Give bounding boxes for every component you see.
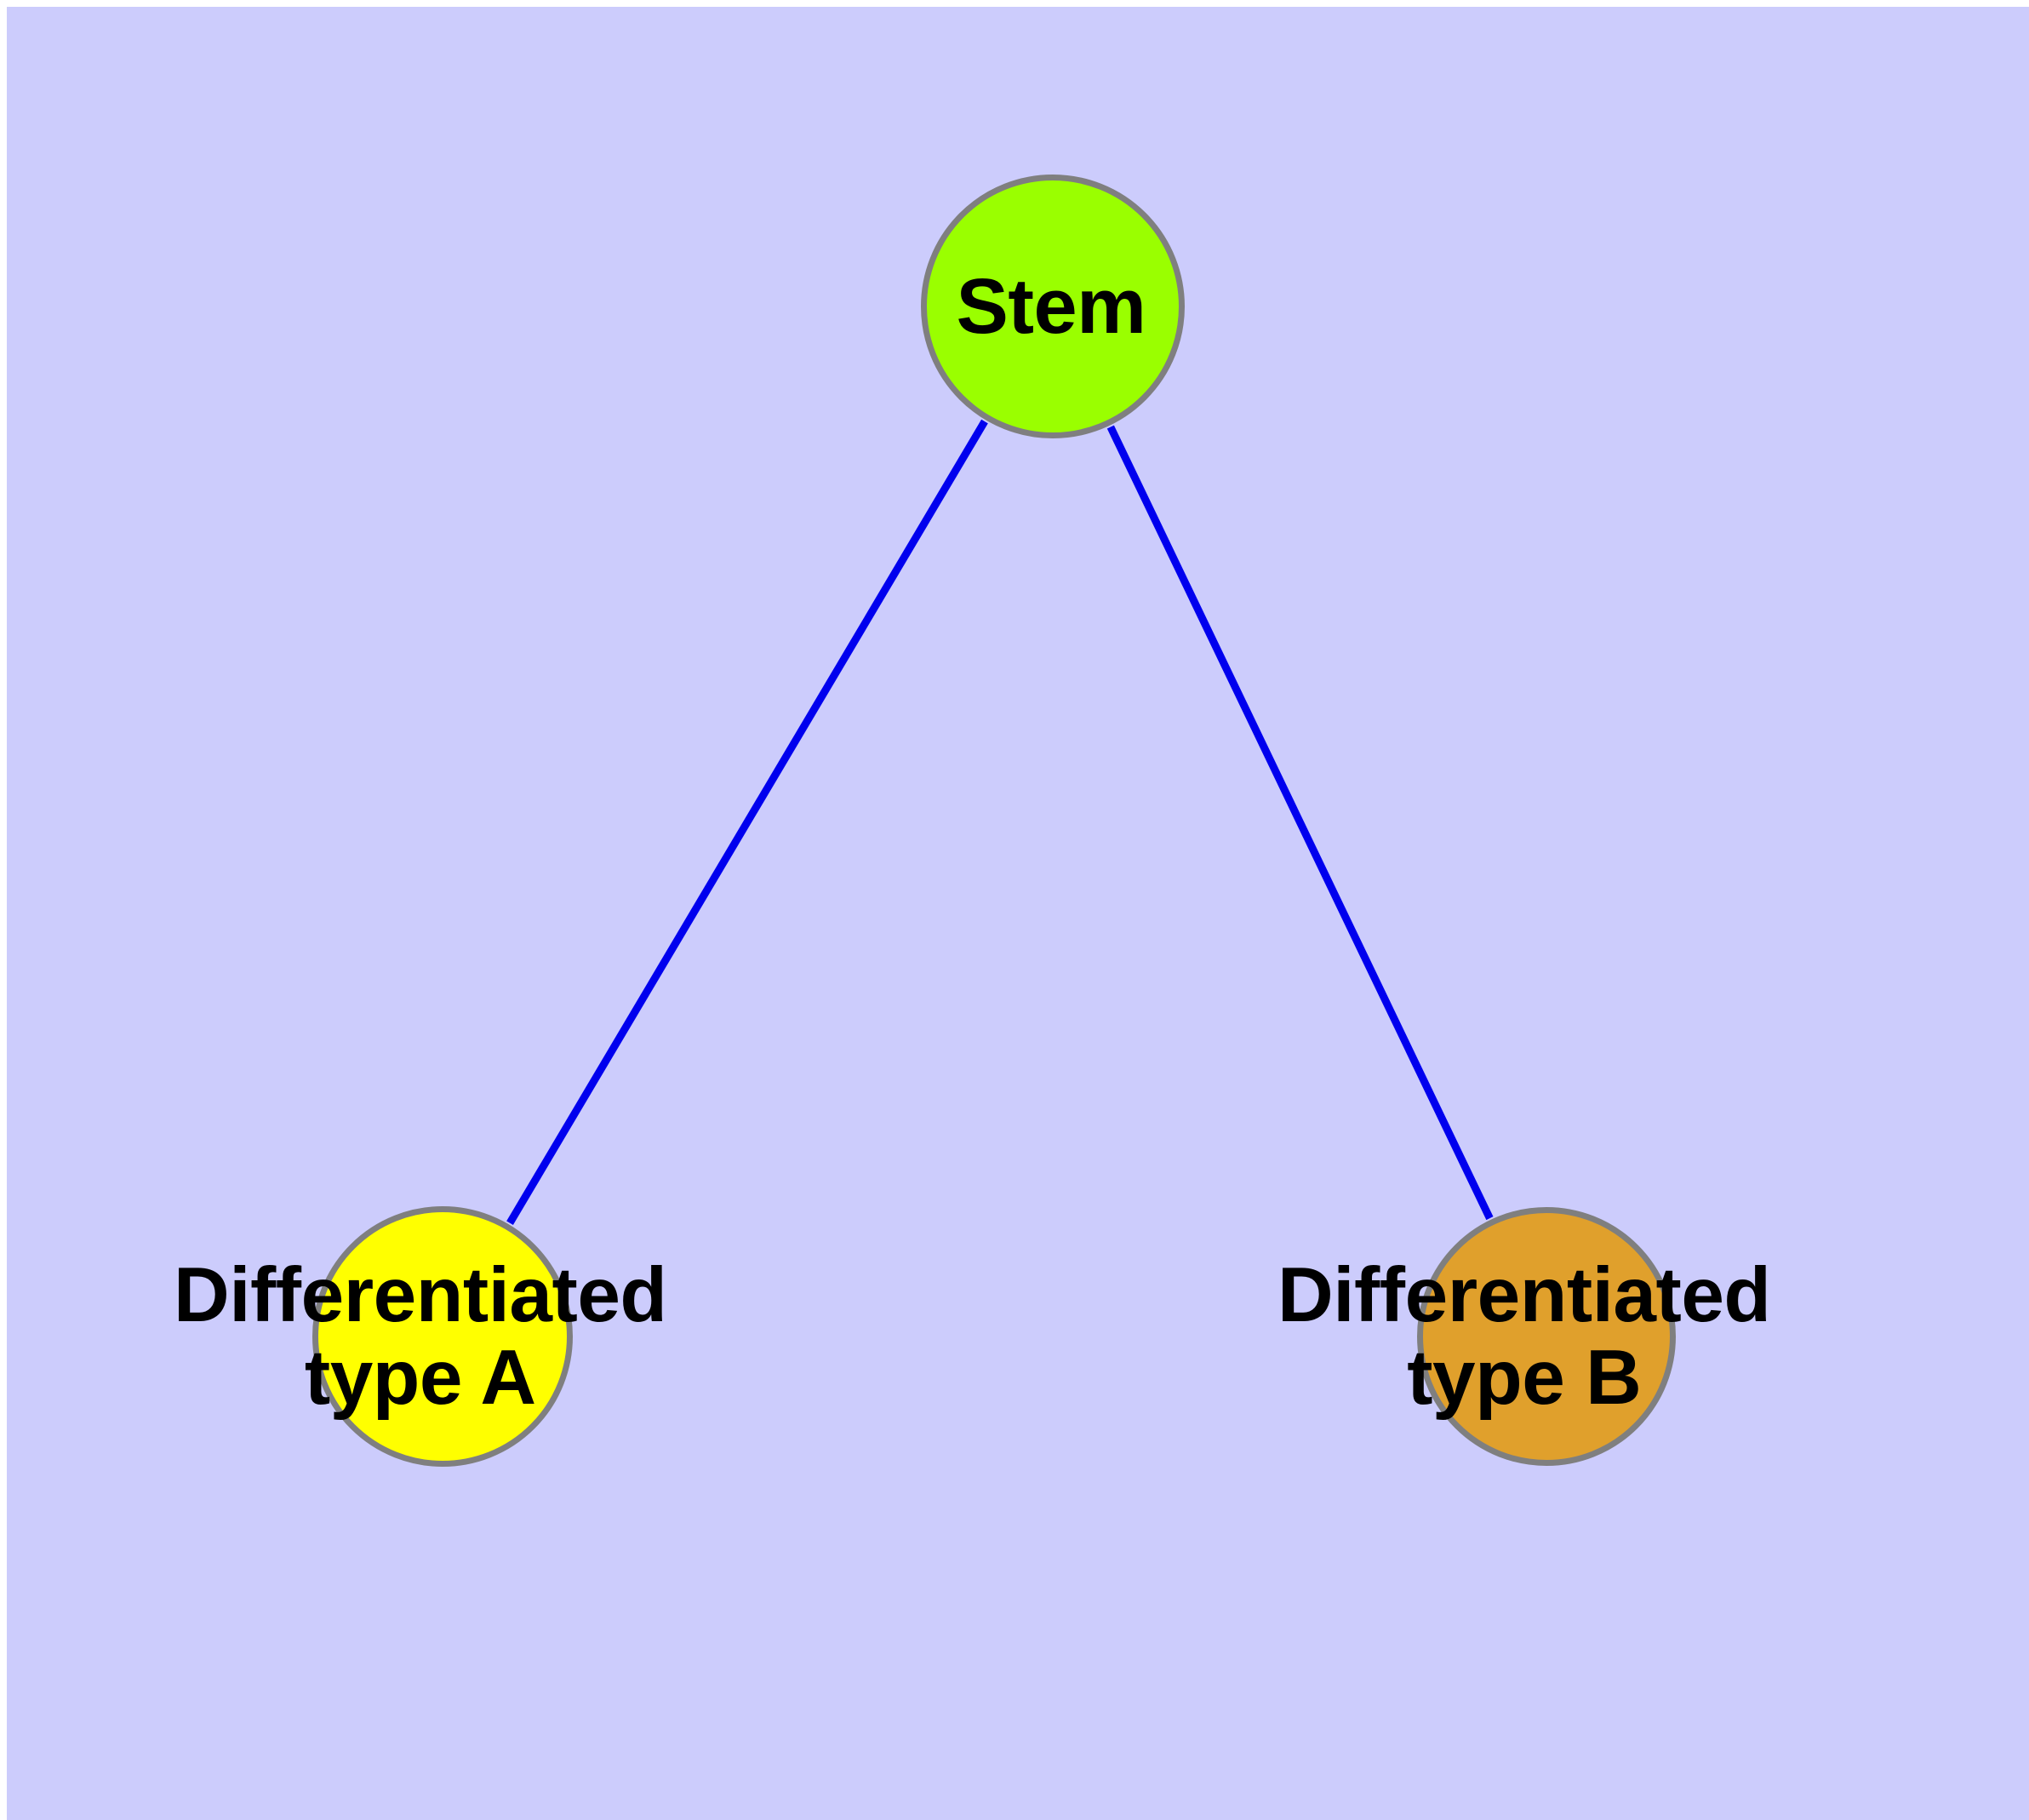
graph-node-diff_a[interactable] (312, 1206, 573, 1467)
graph-edge (1106, 425, 1494, 1221)
graph-svg (312, 175, 1676, 1467)
graph-node-stem[interactable] (921, 175, 1185, 438)
edge-layer (506, 419, 1494, 1225)
graph-node-diff_b[interactable] (1417, 1207, 1676, 1466)
node-layer (312, 175, 1676, 1467)
graph-edge (506, 419, 988, 1225)
